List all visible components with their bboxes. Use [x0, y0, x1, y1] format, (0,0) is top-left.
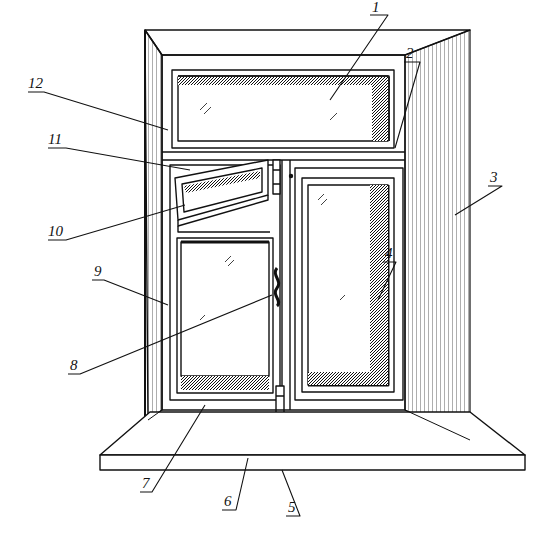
callout-number: 6 [224, 494, 232, 509]
callout-number: 3 [490, 170, 498, 185]
callout-number: 4 [385, 246, 393, 261]
callout-number: 8 [70, 358, 78, 373]
callout-number: 7 [142, 476, 150, 491]
callout-number: 11 [48, 132, 62, 147]
callout-number: 1 [372, 0, 380, 15]
callout-number: 5 [288, 500, 296, 515]
callout-number: 12 [28, 76, 43, 91]
callout-number: 10 [48, 224, 63, 239]
callout-number: 9 [94, 264, 102, 279]
callout-number: 2 [406, 46, 414, 61]
